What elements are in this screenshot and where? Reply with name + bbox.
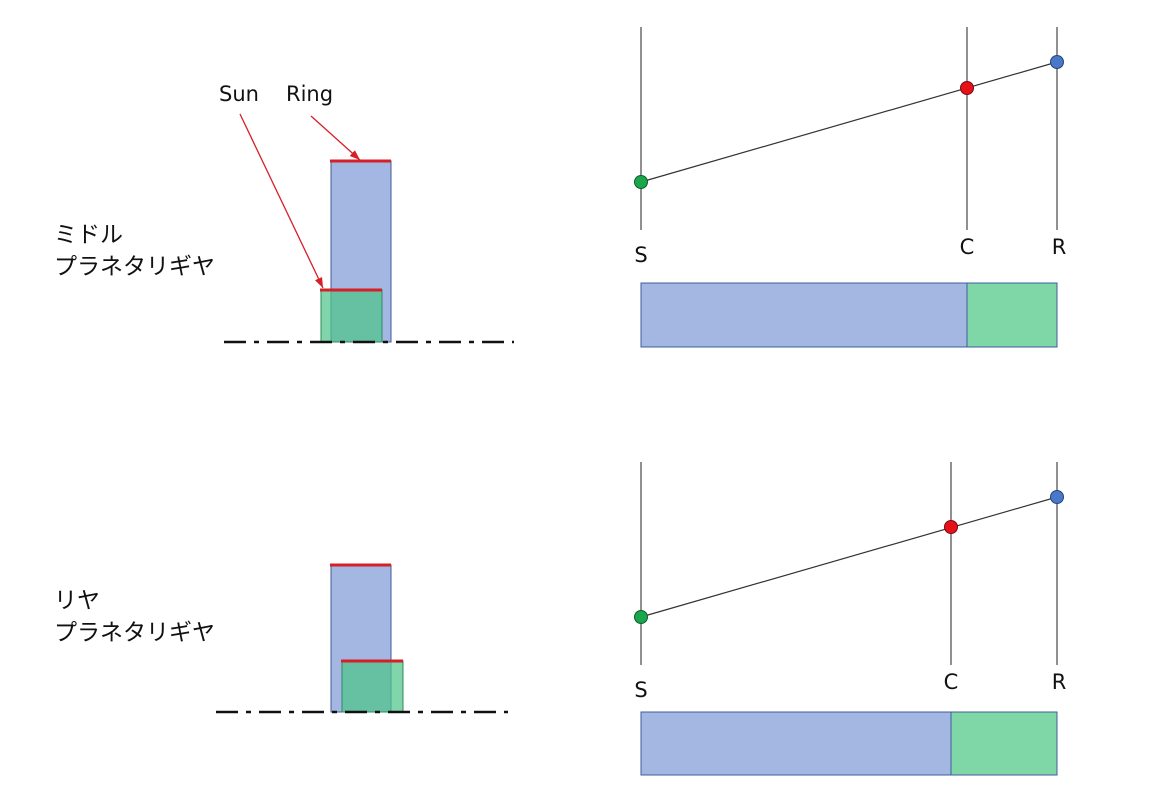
middle-c-node: [960, 81, 974, 95]
rear-s-node: [634, 610, 648, 624]
sun-callout-label: Sun: [219, 82, 259, 106]
rear-c-node: [944, 520, 958, 534]
middle-gear-section: ミドル プラネタリギヤ Sun Ring: [54, 82, 514, 344]
middle-speed-line: [640, 61, 1058, 183]
rear-sun-bar: [341, 660, 404, 713]
middle-s-node: [634, 175, 648, 189]
middle-r-node: [1050, 55, 1064, 69]
middle-sun-bar: [320, 289, 383, 343]
rear-s-label: S: [634, 678, 647, 702]
rear-r-label: R: [1052, 670, 1067, 694]
ring-callout-label: Ring: [286, 82, 333, 106]
middle-label-line1: ミドル: [54, 222, 123, 248]
middle-ratio-bar-green: [966, 282, 1058, 348]
middle-ratio-bar-blue: [640, 282, 968, 348]
rear-c-label: C: [944, 670, 959, 694]
rear-ratio-bar-green: [950, 711, 1058, 776]
sun-callout-arrow: [239, 113, 324, 289]
middle-nomograph: S C R: [634, 27, 1067, 348]
middle-label-line2: プラネタリギヤ: [54, 254, 215, 280]
rear-nomograph: S C R: [634, 462, 1067, 776]
middle-s-label: S: [634, 243, 647, 267]
rear-r-node: [1050, 490, 1064, 504]
ring-callout-arrow: [310, 115, 361, 161]
rear-speed-line: [640, 496, 1058, 618]
rear-label-line1: リヤ: [54, 588, 100, 614]
middle-r-label: R: [1052, 235, 1067, 259]
rear-label-line2: プラネタリギヤ: [54, 620, 215, 646]
rear-gear-section: リヤ プラネタリギヤ: [54, 563, 508, 714]
rear-ratio-bar-blue: [640, 711, 952, 776]
middle-c-label: C: [960, 235, 975, 259]
